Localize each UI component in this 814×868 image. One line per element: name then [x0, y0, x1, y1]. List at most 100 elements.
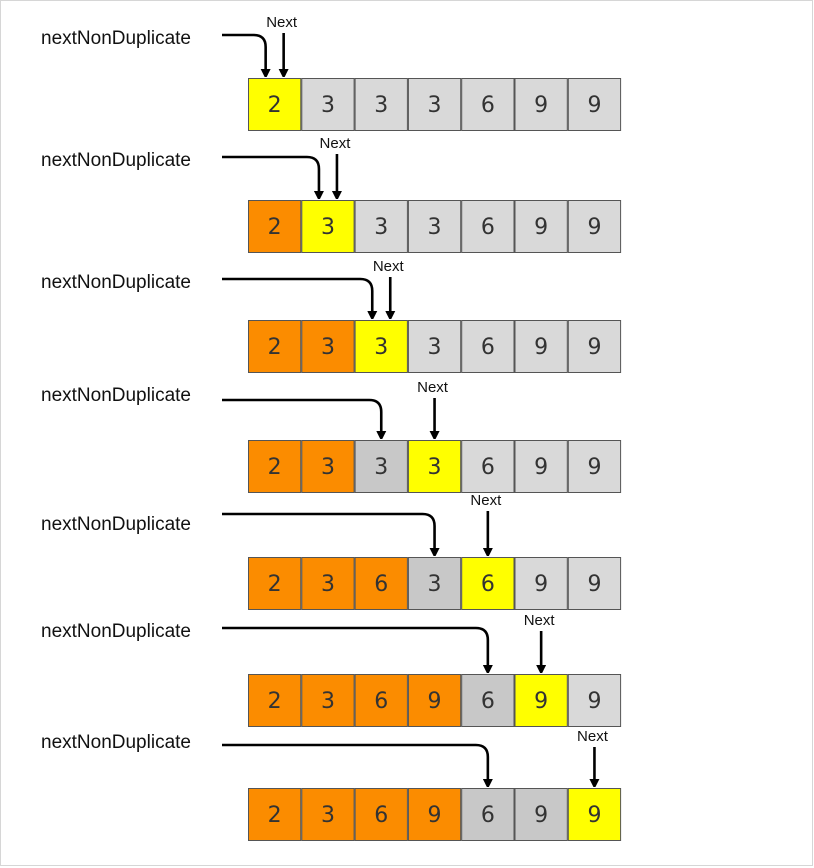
array-cell: [354, 557, 408, 610]
array-cell-value: 3: [321, 93, 335, 118]
array-cell-value: 3: [428, 455, 442, 480]
array-cell: [514, 320, 568, 373]
array-cell: [354, 674, 408, 727]
array-cell: [567, 200, 622, 253]
array-cell: [354, 788, 408, 841]
array-cell: [461, 557, 515, 610]
array-cell: [301, 788, 355, 841]
array-cell: [461, 320, 515, 373]
array-cell-value: 9: [534, 93, 548, 118]
array-cell: [567, 320, 622, 373]
array-cell-value: 6: [481, 455, 495, 480]
pointer-arrow: [222, 155, 319, 196]
array-cell-value: 9: [428, 803, 442, 828]
array-cell: [407, 557, 462, 610]
array-cell: [461, 674, 515, 727]
array-cell-value: 9: [534, 335, 548, 360]
pointer-label: nextNonDuplicate: [41, 28, 191, 49]
array-cell: [461, 440, 515, 493]
array-cell-value: 9: [428, 689, 442, 714]
array-cell-value: 3: [374, 93, 388, 118]
array-cell-value: 9: [587, 803, 601, 828]
array-cell-value: 3: [374, 215, 388, 240]
array-cell-value: 6: [481, 93, 495, 118]
array-cell: [514, 200, 568, 253]
pointer-label: nextNonDuplicate: [41, 621, 191, 642]
array-cell: [567, 674, 622, 727]
next-label: Next: [577, 728, 609, 745]
pointer-arrow: [222, 33, 266, 74]
pointer-label: nextNonDuplicate: [41, 514, 191, 535]
next-label: Next: [320, 135, 352, 152]
array-cell: [514, 440, 568, 493]
array-cell-value: 9: [587, 455, 601, 480]
array-cell: [407, 200, 462, 253]
pointer-label: nextNonDuplicate: [41, 732, 191, 753]
array-cell-value: 9: [587, 689, 601, 714]
array-cell: [248, 440, 302, 493]
array-cell-value: 9: [587, 215, 601, 240]
pointer-label: nextNonDuplicate: [41, 272, 191, 293]
array-cell: [567, 788, 622, 841]
array-cell-value: 3: [321, 572, 335, 597]
array-cell: [354, 200, 408, 253]
array-cell-value: 3: [321, 455, 335, 480]
array-cell-value: 9: [534, 803, 548, 828]
array-cell-value: 9: [534, 455, 548, 480]
array-cell-value: 9: [534, 572, 548, 597]
pointer-label: nextNonDuplicate: [41, 385, 191, 406]
array-cell: [461, 788, 515, 841]
array-cell-value: 6: [374, 803, 388, 828]
array-cell: [514, 78, 568, 131]
array-cell: [514, 674, 568, 727]
array-cell: [461, 200, 515, 253]
array-cell-value: 9: [534, 689, 548, 714]
array-cell: [514, 557, 568, 610]
array-cell: [354, 320, 408, 373]
array-cell: [354, 440, 408, 493]
array-cell: [248, 200, 302, 253]
array-cell: [248, 674, 302, 727]
array-cell-value: 3: [428, 215, 442, 240]
array-cell-value: 9: [587, 572, 601, 597]
array-cell-value: 2: [268, 455, 282, 480]
array-cell: [248, 78, 302, 131]
array-cell: [407, 78, 462, 131]
array-cell-value: 6: [374, 689, 388, 714]
next-label: Next: [266, 14, 298, 31]
array-cell-value: 3: [428, 93, 442, 118]
array-cell: [567, 440, 622, 493]
array-cell: [301, 557, 355, 610]
array-cell-value: 3: [428, 572, 442, 597]
pointer-arrow: [222, 743, 488, 784]
array-cell: [301, 674, 355, 727]
array-cell-value: 2: [268, 689, 282, 714]
array-cell-value: 3: [321, 215, 335, 240]
pointer-label: nextNonDuplicate: [41, 150, 191, 171]
array-cell: [567, 78, 622, 131]
array-cell-value: 6: [481, 803, 495, 828]
array-cell-value: 3: [321, 689, 335, 714]
next-label: Next: [373, 258, 405, 275]
array-cell: [461, 78, 515, 131]
array-cell: [301, 440, 355, 493]
array-cell-value: 6: [374, 572, 388, 597]
array-cell-value: 2: [268, 803, 282, 828]
array-cell-value: 3: [374, 335, 388, 360]
array-cell-value: 9: [587, 335, 601, 360]
array-cell: [248, 557, 302, 610]
array-cell-value: 6: [481, 689, 495, 714]
pointer-arrow: [222, 277, 372, 316]
pointer-arrow: [222, 626, 488, 670]
array-cell-value: 6: [481, 335, 495, 360]
array-cell: [407, 788, 462, 841]
step-row-4: nextNonDuplicate 2 3 3 3 6 9 9 Next: [41, 379, 622, 493]
array-cell: [514, 788, 568, 841]
array-cell-value: 3: [374, 455, 388, 480]
next-label: Next: [417, 379, 449, 396]
array-cell-value: 3: [321, 803, 335, 828]
